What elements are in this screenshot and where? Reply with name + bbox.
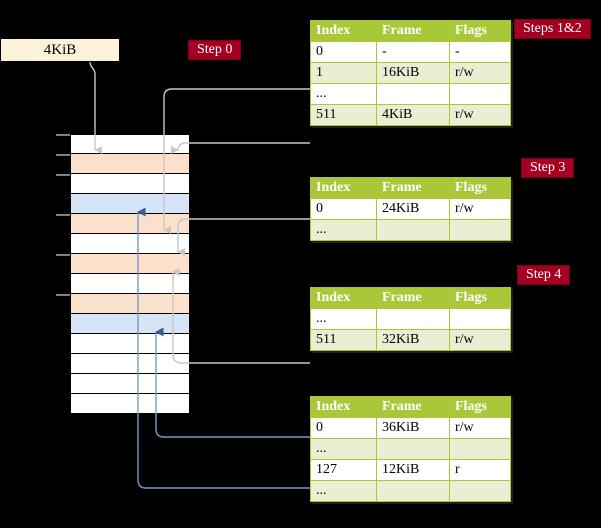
cell-frame [376, 219, 450, 241]
cell-flags [449, 480, 511, 502]
memory-frame-row [70, 394, 190, 414]
memory-frame-row [70, 174, 190, 194]
badge-step-4-label: Step 4 [526, 267, 562, 282]
cell-frame: 16KiB [376, 62, 450, 84]
memory-frame-row [70, 214, 190, 234]
memory-frame-row [70, 254, 190, 274]
memory-frame-row [70, 234, 190, 254]
cell-index: 511 [310, 104, 377, 126]
column-header-index: Index [310, 177, 377, 199]
badge-steps-1-2-label: Steps 1&2 [523, 21, 582, 36]
cell-frame [376, 438, 450, 460]
cell-frame [376, 308, 450, 330]
table-row: ... [310, 219, 511, 241]
cell-index: ... [310, 480, 377, 502]
memory-frame-row [70, 334, 190, 354]
memory-frame-row [70, 274, 190, 294]
cell-flags: - [449, 41, 511, 63]
cell-flags: r/w [449, 417, 511, 439]
badge-step-0-label: Step 0 [197, 42, 233, 57]
column-header-index: Index [310, 287, 377, 309]
table-row: ... [310, 83, 511, 105]
cell-frame [376, 83, 450, 105]
cell-flags [449, 438, 511, 460]
cell-frame: 32KiB [376, 329, 450, 351]
cell-flags: r/w [449, 104, 511, 126]
source-size-label: 4KiB [43, 41, 77, 58]
memory-row-tick [56, 294, 70, 296]
column-header-flags: Flags [449, 287, 511, 309]
table-row: ... [310, 438, 511, 460]
column-header-index: Index [310, 396, 377, 418]
cell-flags [449, 219, 511, 241]
memory-row-tick [56, 154, 70, 156]
cell-index: 511 [310, 329, 377, 351]
cell-frame: 12KiB [376, 459, 450, 481]
column-header-frame: Frame [376, 177, 450, 199]
column-header-flags: Flags [449, 396, 511, 418]
physical-memory-column [70, 134, 190, 414]
memory-row-tick [56, 214, 70, 216]
cell-flags: r/w [449, 198, 511, 220]
memory-frame-row [70, 314, 190, 334]
table-row: ... [310, 308, 511, 330]
cell-frame: - [376, 41, 450, 63]
badge-step-4: Step 4 [517, 265, 571, 285]
table-row: 0-- [310, 41, 511, 63]
cell-index: 0 [310, 41, 377, 63]
column-header-flags: Flags [449, 20, 511, 42]
cell-index: 1 [310, 62, 377, 84]
column-header-frame: Frame [376, 396, 450, 418]
cell-frame [376, 480, 450, 502]
column-header-index: Index [310, 20, 377, 42]
memory-row-tick [56, 174, 70, 176]
memory-frame-row [70, 154, 190, 174]
memory-row-tick [56, 254, 70, 256]
cell-index: ... [310, 83, 377, 105]
cell-index: ... [310, 308, 377, 330]
cell-index: 0 [310, 417, 377, 439]
cell-frame: 36KiB [376, 417, 450, 439]
cell-flags: r [449, 459, 511, 481]
source-size-box: 4KiB [0, 38, 120, 62]
column-header-frame: Frame [376, 287, 450, 309]
badge-step-3: Step 3 [521, 158, 575, 178]
cell-flags: r/w [449, 329, 511, 351]
cell-index: 0 [310, 198, 377, 220]
badge-step-3-label: Step 3 [530, 160, 566, 175]
cell-flags [449, 308, 511, 330]
memory-frame-row [70, 194, 190, 214]
cell-frame: 4KiB [376, 104, 450, 126]
column-header-frame: Frame [376, 20, 450, 42]
memory-frame-row [70, 134, 190, 154]
cell-index: ... [310, 219, 377, 241]
memory-frame-row [70, 354, 190, 374]
memory-row-tick [56, 134, 70, 136]
table-row: ... [310, 480, 511, 502]
cell-frame: 24KiB [376, 198, 450, 220]
cell-index: 127 [310, 459, 377, 481]
cell-flags: r/w [449, 62, 511, 84]
badge-step-0: Step 0 [188, 40, 242, 60]
memory-frame-row [70, 294, 190, 314]
column-header-flags: Flags [449, 177, 511, 199]
badge-steps-1-2: Steps 1&2 [514, 19, 591, 39]
cell-flags [449, 83, 511, 105]
cell-index: ... [310, 438, 377, 460]
memory-frame-row [70, 374, 190, 394]
